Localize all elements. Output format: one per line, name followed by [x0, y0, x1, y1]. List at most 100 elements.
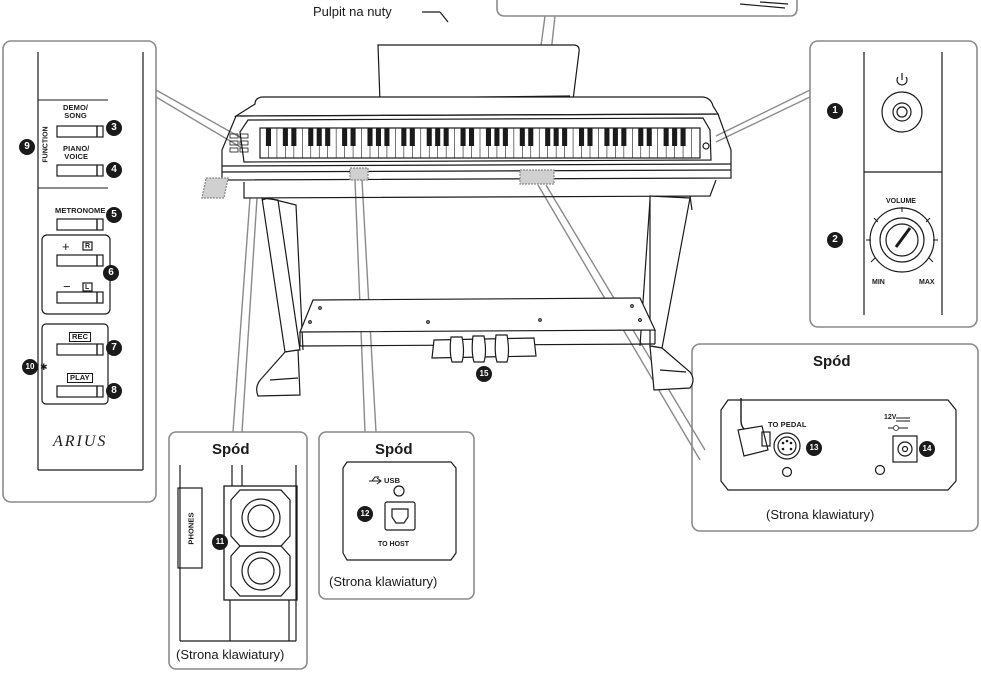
black-key [621, 128, 627, 146]
right-foot [649, 345, 694, 391]
music-rest [377, 44, 580, 103]
pedal-plate [720, 399, 957, 491]
usb-label: USB [384, 476, 401, 485]
black-key [443, 128, 449, 146]
back-board [299, 297, 656, 333]
plus-label: + [62, 239, 70, 254]
black-key [604, 128, 610, 146]
volume-label: VOLUME [886, 198, 916, 205]
metronome-label: METRONOME [55, 206, 106, 215]
badge-11: 11 [212, 534, 228, 550]
phones-panel-frame [168, 431, 308, 670]
left-side-panel [261, 197, 301, 353]
badge-6: 6 [103, 265, 119, 281]
phones-label: PHONES [186, 512, 196, 545]
black-key [646, 128, 652, 146]
power-symbol [896, 73, 908, 86]
bluetooth-icon: ✱ [40, 362, 48, 372]
black-key [612, 128, 618, 146]
phones-jack-block [223, 485, 298, 601]
black-key [562, 128, 568, 146]
keyboard [259, 127, 701, 159]
black-key [587, 128, 593, 146]
left-panel-frame [2, 40, 157, 503]
min-label: MIN [872, 279, 885, 286]
black-key [469, 128, 475, 146]
black-key [663, 128, 669, 146]
usb-underside-title: Spód [375, 441, 413, 458]
brand-logo: ARIUS [53, 433, 108, 450]
max-label: MAX [919, 279, 935, 286]
pedal-connector [773, 432, 801, 460]
black-key [460, 128, 466, 146]
demo-song-label: DEMO/ SONG [63, 103, 89, 121]
piano-voice-label: PIANO/ VOICE [63, 144, 90, 162]
top-callout-frame [496, 0, 798, 17]
badge-8: 8 [106, 383, 122, 399]
black-key [579, 128, 585, 146]
badge-7: 7 [106, 340, 122, 356]
black-key [426, 128, 432, 146]
black-key [291, 128, 297, 146]
black-key [401, 128, 407, 146]
pedal-middle [471, 335, 487, 363]
black-key [265, 128, 271, 146]
black-key [545, 128, 551, 146]
black-key [316, 128, 322, 146]
black-key [308, 128, 314, 146]
phones-keyboard-side: (Strona klawiatury) [175, 647, 286, 662]
to-host-label: TO HOST [378, 541, 409, 548]
black-key [342, 128, 348, 146]
badge-3: 3 [106, 120, 122, 136]
black-key [553, 128, 559, 146]
badge-1: 1 [827, 103, 843, 119]
minus-label: − [63, 279, 71, 294]
usb-plate [342, 461, 457, 561]
dc-in-jack [892, 435, 918, 463]
badge-9: 9 [19, 139, 35, 155]
power-button [881, 91, 923, 133]
pedal-right [494, 334, 510, 363]
black-key [638, 128, 644, 146]
black-key [519, 128, 525, 146]
badge-12: 12 [357, 506, 373, 522]
black-key [485, 128, 491, 146]
right-side-panel [649, 195, 691, 349]
badge-5: 5 [106, 207, 122, 223]
black-key [502, 128, 508, 146]
badge-14: 14 [919, 441, 935, 457]
music-rest-label: Pulpit na nuty [313, 4, 392, 19]
usb-keyboard-side: (Strona klawiatury) [329, 574, 438, 589]
r-key-label: R [85, 243, 91, 250]
left-foot [256, 349, 301, 397]
black-key [367, 128, 373, 146]
to-pedal-label: TO PEDAL [768, 420, 807, 429]
black-key [350, 128, 356, 146]
function-label: FUNCTION [42, 126, 50, 163]
usb-port [384, 501, 416, 531]
play-label: PLAY [67, 373, 93, 383]
black-key [672, 128, 678, 146]
pedal-keyboard-side: (Strona klawiatury) [766, 507, 875, 522]
black-key [528, 128, 534, 146]
dc-voltage-label: 12V [884, 414, 897, 421]
pedal-left [449, 336, 465, 363]
badge-10: 10 [22, 359, 38, 375]
phones-underside-title: Spód [212, 441, 250, 458]
black-key [325, 128, 331, 146]
black-key [384, 128, 390, 146]
black-key [282, 128, 288, 146]
black-key [680, 128, 686, 146]
black-key [435, 128, 441, 146]
black-key [409, 128, 415, 146]
black-key [494, 128, 500, 146]
l-key-label: L [85, 284, 90, 291]
rec-label: REC [69, 332, 92, 342]
pedal-underside-title: Spód [813, 353, 851, 370]
black-key [375, 128, 381, 146]
badge-2: 2 [827, 232, 843, 248]
badge-15: 15 [476, 366, 492, 382]
right-panel-frame [809, 40, 978, 328]
usb-panel-frame [318, 431, 475, 600]
